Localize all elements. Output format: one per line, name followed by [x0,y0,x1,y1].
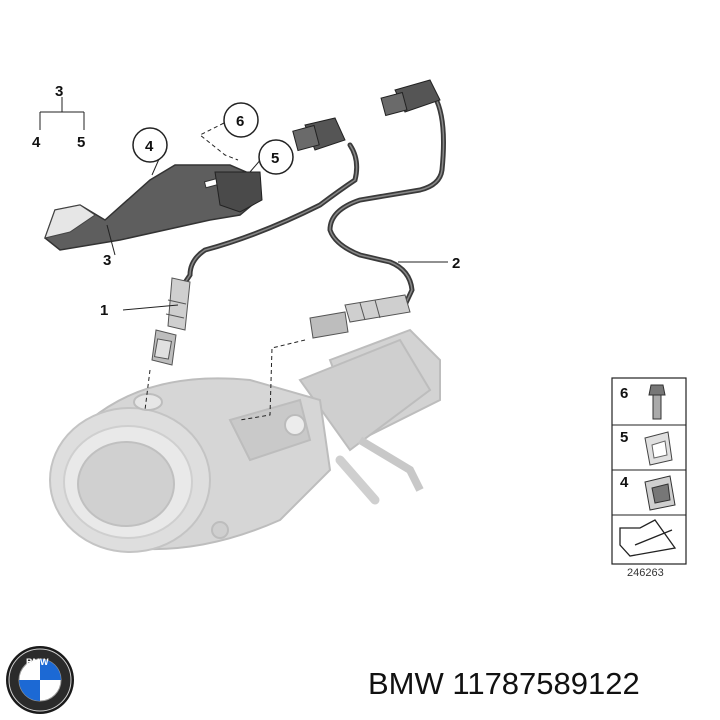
caption-make: BMW [368,666,444,701]
callout-2: 2 [452,255,460,272]
legend-number-6: 6 [620,385,628,402]
legend-reference: 246263 [627,567,664,579]
callout-3-tree: 3 [55,83,63,100]
callout-1: 1 [100,302,108,319]
catalytic-converter [49,328,441,553]
callout-5-circle [258,139,294,175]
clamp-icon [644,475,676,511]
oxygen-sensor-2 [309,79,446,339]
bolt-icon [648,384,666,420]
callout-4: 4 [145,138,154,155]
oxygen-sensor-1 [151,117,360,366]
callout-5: 5 [271,150,279,167]
callout-leaders [39,97,448,311]
heat-shield [44,164,263,251]
callout-5-tree: 5 [77,134,85,151]
parts-legend: 6 5 4 246263 [611,377,687,579]
legend-number-4: 4 [620,474,629,491]
clip-icon [644,431,673,466]
callout-6: 6 [236,113,244,130]
bmw-logo-text: BMW [26,657,49,667]
callout-4-circle [132,127,168,163]
bmw-logo: BMW [6,646,74,714]
arrow-icon [619,519,677,557]
part-caption: BMW 11787589122 [368,666,718,702]
caption-part-number: 11787589122 [452,666,640,701]
callout-3: 3 [103,252,111,269]
dashed-leaders [144,119,306,421]
callout-6-circle [223,102,259,138]
callout-4-tree: 4 [32,134,41,151]
legend-number-5: 5 [620,429,628,446]
